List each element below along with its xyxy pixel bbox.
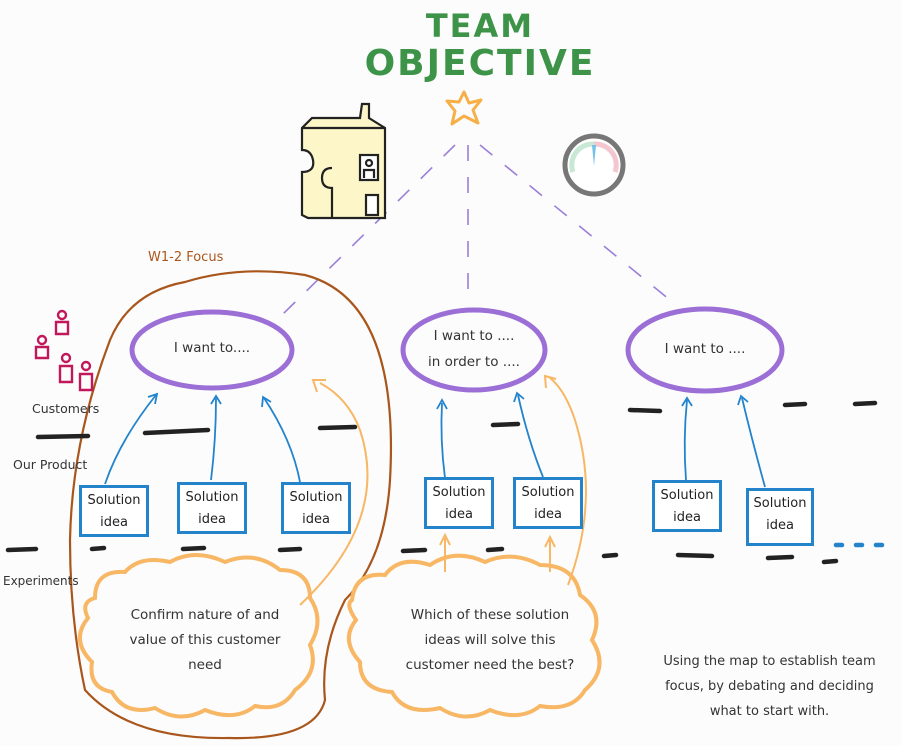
solution-idea-3-line-2: idea <box>302 512 330 527</box>
solution-idea-4-line-2: idea <box>445 507 473 522</box>
focus-boundary <box>68 270 392 740</box>
solution-idea-1-line-2: idea <box>100 515 128 530</box>
note-line-1: Using the map to establish team <box>663 654 876 669</box>
experiment-text-2-line-2: ideas will solve this <box>424 632 556 648</box>
objective-links <box>281 144 671 316</box>
solution-idea-7: Solution idea <box>746 488 814 546</box>
experiment-text-2-line-1: Which of these solution <box>410 607 570 623</box>
experiment-text-1-line-1: Confirm nature of and <box>130 607 280 623</box>
experiment-cloud-1 <box>78 553 320 719</box>
outcome-oval-2 <box>400 307 548 393</box>
outcome-text-1: I want to.... <box>173 340 251 356</box>
house-puzzle-icon <box>300 102 387 220</box>
solution-idea-3: Solution idea <box>281 482 351 534</box>
row-separators <box>5 400 878 565</box>
solution-idea-5-line-1: Solution <box>521 485 575 500</box>
solution-idea-4-line-1: Solution <box>432 485 486 500</box>
outcome-oval-1 <box>129 309 295 391</box>
experiment-text-1: Confirm nature of and value of this cust… <box>100 603 310 678</box>
solution-idea-5: Solution idea <box>513 477 583 529</box>
experiment-text-1-line-3: need <box>188 657 222 673</box>
team-objective-title: TEAM OBJECTIVE <box>360 8 600 84</box>
row-label-experiments: Experiments <box>3 574 79 588</box>
explanatory-note: Using the map to establish team focus, b… <box>642 649 897 724</box>
solution-idea-6: Solution idea <box>652 480 722 532</box>
note-line-3: what to start with. <box>709 704 830 719</box>
solution-arrows <box>104 391 766 488</box>
outcome-oval-3 <box>625 306 785 394</box>
experiment-arrows <box>299 374 587 606</box>
outcome-text-3: I want to .... <box>664 341 746 357</box>
experiment-text-1-line-2: value of this customer <box>129 632 281 648</box>
gauge-icon <box>562 133 626 197</box>
outcome-text-2: I want to .... in order to .... <box>404 323 544 375</box>
solution-idea-1-line-1: Solution <box>87 493 141 508</box>
solution-idea-6-line-1: Solution <box>660 488 714 503</box>
outcome-text-2-line-1: I want to .... <box>433 328 515 344</box>
solution-idea-4: Solution idea <box>424 477 494 529</box>
customers-icon <box>34 309 94 392</box>
solution-idea-7-line-2: idea <box>766 518 794 533</box>
solution-idea-5-line-2: idea <box>534 507 562 522</box>
star-icon <box>445 90 483 126</box>
title-line-2: OBJECTIVE <box>364 43 596 84</box>
experiment-text-2-line-3: customer need the best? <box>405 657 575 673</box>
solution-idea-6-line-2: idea <box>673 510 701 525</box>
row-label-our-product: Our Product <box>13 457 88 472</box>
focus-label: W1-2 Focus <box>148 250 224 265</box>
experiment-text-2: Which of these solution ideas will solve… <box>380 603 600 678</box>
solution-idea-2-line-1: Solution <box>185 490 239 505</box>
solution-idea-2: Solution idea <box>177 482 247 534</box>
title-line-1: TEAM <box>425 7 535 45</box>
note-line-2: focus, by debating and deciding <box>665 679 874 694</box>
row-label-customers: Customers <box>32 401 100 416</box>
solution-idea-3-line-1: Solution <box>289 490 343 505</box>
solution-idea-7-line-1: Solution <box>753 496 807 511</box>
outcome-text-2-line-2: in order to .... <box>428 354 520 370</box>
solution-idea-2-line-2: idea <box>198 512 226 527</box>
solution-idea-1: Solution idea <box>79 485 149 537</box>
experiment-cloud-2 <box>347 553 602 719</box>
